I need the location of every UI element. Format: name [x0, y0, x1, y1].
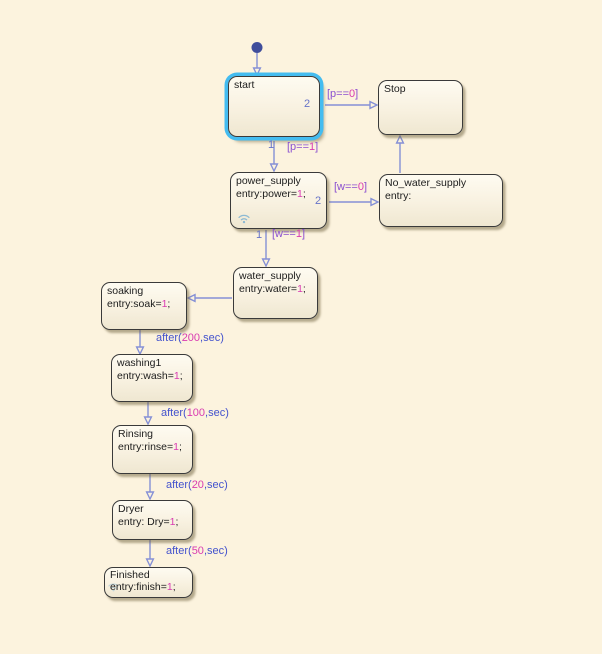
- state-title: Finished: [110, 569, 150, 581]
- transition-label-soaking-to-washing1[interactable]: after(200,sec): [156, 332, 224, 344]
- transition-power-to-water-supply[interactable]: [261, 230, 271, 268]
- wireless-badge-icon: [237, 212, 251, 224]
- state-title: soaking: [107, 285, 144, 297]
- transition-label-start-to-stop[interactable]: [p==0]: [327, 88, 359, 100]
- state-title: Dryer: [118, 503, 144, 515]
- state-title: washing1: [117, 357, 162, 369]
- state-finished[interactable]: Finished entry:finish=1;: [104, 567, 193, 598]
- state-dryer[interactable]: Dryer entry: Dry=1;: [112, 500, 193, 540]
- transition-initial[interactable]: [251, 42, 263, 77]
- state-title: Stop: [384, 83, 406, 95]
- state-title: power_supply: [236, 175, 301, 187]
- state-title: water_supply: [239, 270, 301, 282]
- transition-washing1-to-rinsing[interactable]: [143, 402, 153, 426]
- initial-state-dot[interactable]: [251, 42, 263, 53]
- transition-dryer-to-finished[interactable]: [145, 540, 155, 568]
- transition-label-washing1-to-rinsing[interactable]: after(100,sec): [161, 407, 229, 419]
- transition-no-water-supply-to-stop[interactable]: [395, 134, 405, 173]
- state-water-supply[interactable]: water_supply entry:water=1;: [233, 267, 318, 319]
- state-entry: entry:water=1;: [239, 282, 306, 295]
- state-entry: entry:power=1;: [236, 187, 306, 200]
- state-title: No_water_supply: [385, 177, 467, 189]
- state-entry: entry:soak=1;: [107, 297, 171, 310]
- transition-order-power-to-no-water[interactable]: 2: [315, 195, 322, 207]
- transition-label-dryer-to-finished[interactable]: after(50,sec): [166, 545, 228, 557]
- state-rinsing[interactable]: Rinsing entry:rinse=1;: [112, 425, 193, 474]
- transition-label-power-to-water[interactable]: [w==1]: [272, 228, 306, 240]
- state-title: start: [234, 79, 255, 91]
- transition-start-to-stop[interactable]: [325, 100, 379, 110]
- state-power-supply[interactable]: power_supply entry:power=1;: [230, 172, 327, 229]
- state-entry: entry: Dry=1;: [118, 515, 179, 528]
- transition-order-start-to-power[interactable]: 1: [268, 139, 275, 151]
- state-entry: entry:finish=1;: [110, 581, 176, 593]
- state-washing1[interactable]: washing1 entry:wash=1;: [111, 354, 193, 402]
- state-soaking[interactable]: soaking entry:soak=1;: [101, 282, 187, 330]
- state-no-water-supply[interactable]: No_water_supply entry:: [379, 174, 503, 227]
- transition-rinsing-to-dryer[interactable]: [145, 474, 155, 501]
- transition-label-rinsing-to-dryer[interactable]: after(20,sec): [166, 479, 228, 491]
- transition-power-to-no-water-supply[interactable]: [329, 197, 380, 207]
- state-title: Rinsing: [118, 428, 154, 440]
- transition-label-start-to-power[interactable]: [p==1]: [287, 141, 319, 153]
- transition-order-start-to-stop[interactable]: 2: [304, 98, 311, 110]
- transition-label-power-to-no-water[interactable]: [w==0]: [334, 181, 368, 193]
- state-entry: entry:rinse=1;: [118, 440, 182, 453]
- transition-soaking-to-washing1[interactable]: [135, 330, 145, 356]
- state-start[interactable]: start: [228, 76, 320, 137]
- state-entry: entry:wash=1;: [117, 369, 183, 382]
- transition-start-to-power-supply[interactable]: [269, 141, 279, 173]
- state-entry: entry:: [385, 189, 412, 202]
- state-stop[interactable]: Stop: [378, 80, 463, 135]
- transition-water-supply-to-soaking[interactable]: [186, 293, 232, 303]
- transition-order-power-to-water[interactable]: 1: [256, 229, 263, 241]
